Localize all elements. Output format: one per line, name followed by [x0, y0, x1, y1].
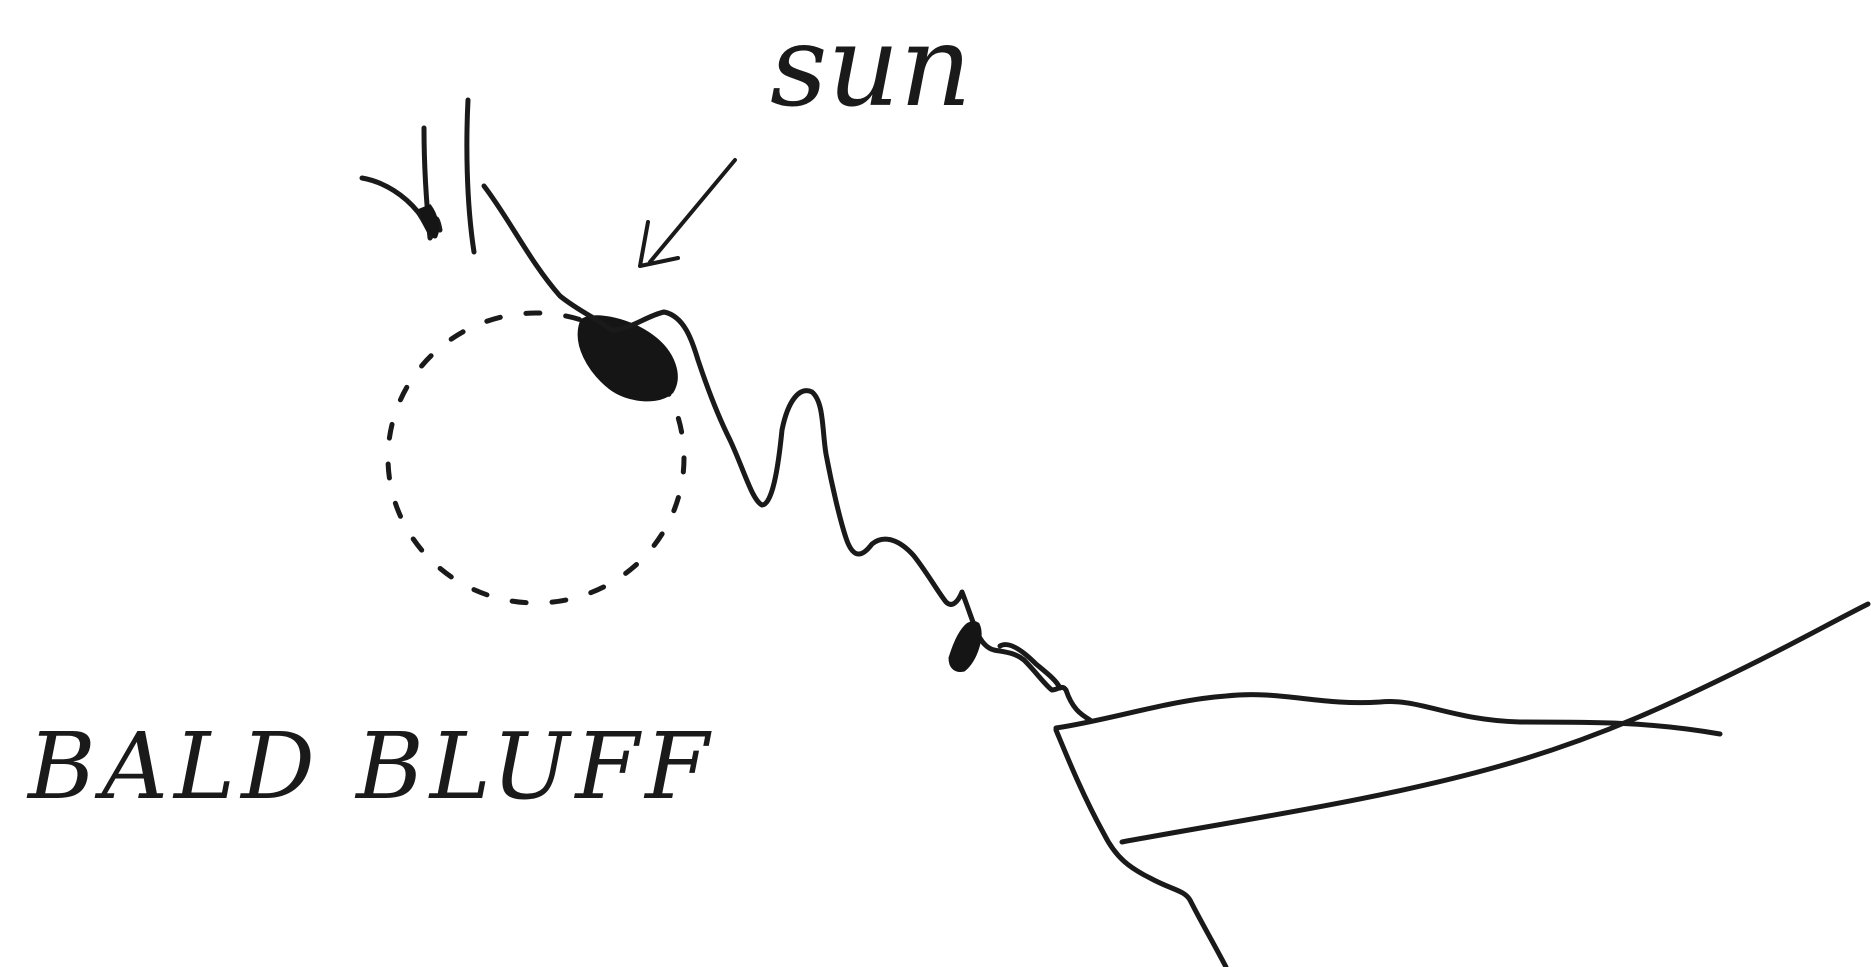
- ridge-top-blob: [418, 204, 440, 238]
- place-label: BALD BLUFF: [26, 713, 715, 820]
- ridge-tuft-stroke: [997, 642, 1063, 691]
- sun-label: sun: [770, 2, 972, 132]
- ridge-line: [481, 183, 1093, 723]
- sun-dashed-circle: [385, 310, 687, 606]
- ridge-top-stroke-4: [464, 97, 477, 255]
- ridge-top-marks: [359, 97, 477, 255]
- sun-arrow-shaft: [648, 158, 737, 264]
- ridge-tuft-blob: [948, 621, 982, 672]
- diagonal-line: [1119, 601, 1871, 845]
- sun-arrow-head: [638, 220, 680, 268]
- horizon-line: [1053, 692, 1723, 737]
- ridge-top-stroke-1: [359, 175, 435, 239]
- sun-arrow: [638, 158, 737, 268]
- lower-ridge-line: [1053, 727, 1229, 967]
